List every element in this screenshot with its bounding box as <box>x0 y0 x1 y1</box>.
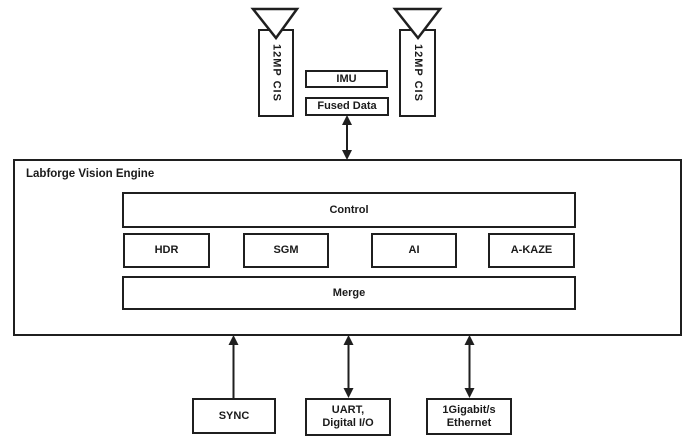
uart-label-line1: UART, <box>331 404 365 416</box>
sync-label: SYNC <box>218 409 250 422</box>
module-box-ai: AI <box>371 233 457 268</box>
sync-box: SYNC <box>192 398 276 434</box>
imu-box: IMU <box>305 70 388 88</box>
arrow-sync-engine <box>228 335 239 398</box>
arrow-ethernet-engine <box>464 335 475 398</box>
module-box-sgm: SGM <box>243 233 329 268</box>
fused-data-box: Fused Data <box>305 97 389 116</box>
merge-label: Merge <box>332 286 366 299</box>
vision-engine-title: Labforge Vision Engine <box>26 168 155 180</box>
camera-right-box: 12MP CIS <box>399 29 436 117</box>
module-label-ai: AI <box>408 244 420 256</box>
module-label-sgm: SGM <box>273 244 299 256</box>
merge-box: Merge <box>122 276 576 310</box>
ethernet-box: 1Gigabit/s Ethernet <box>426 398 512 435</box>
control-box: Control <box>122 192 576 228</box>
ethernet-label-line1: 1Gigabit/s <box>442 403 496 416</box>
uart-box: UART, Digital I/O <box>305 398 391 436</box>
camera-right-label: 12MP CIS <box>412 44 424 102</box>
module-box-akaze: A-KAZE <box>488 233 575 268</box>
arrow-uart-engine <box>343 335 354 398</box>
ethernet-label-line2: Ethernet <box>446 416 492 429</box>
module-box-hdr: HDR <box>123 233 210 268</box>
uart-label-line2: Digital I/O <box>322 417 374 429</box>
module-label-hdr: HDR <box>154 244 179 256</box>
arrow-fused-engine <box>342 115 352 160</box>
module-label-akaze: A-KAZE <box>510 244 553 256</box>
control-label: Control <box>329 203 369 216</box>
fused-data-label: Fused Data <box>317 100 377 112</box>
imu-label: IMU <box>336 72 357 85</box>
camera-left-box: 12MP CIS <box>258 29 294 117</box>
camera-left-label: 12MP CIS <box>270 44 283 102</box>
